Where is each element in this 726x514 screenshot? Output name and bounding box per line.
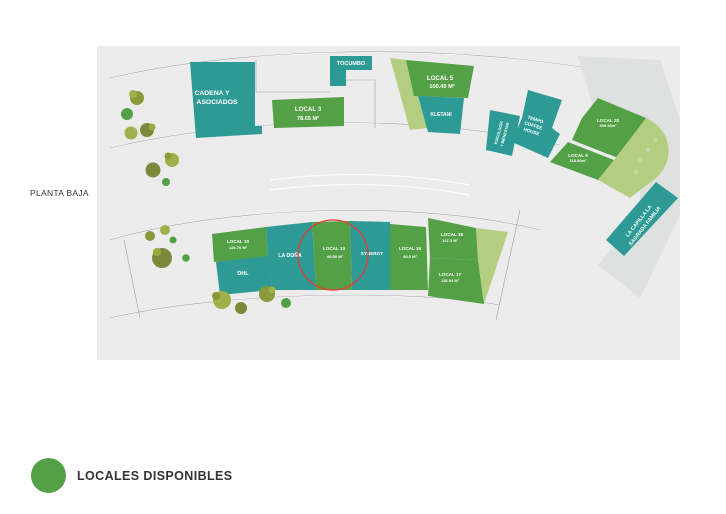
unit-local-17-label: LOCAL 17 — [439, 272, 462, 277]
unit-kletani[interactable] — [418, 96, 464, 134]
unit-local-9-label: LOCAL 9 — [568, 153, 588, 158]
unit-cadena[interactable] — [190, 62, 262, 138]
green-area-strip-bottom — [476, 228, 508, 304]
unit-local-13[interactable] — [312, 221, 352, 290]
park-shrubs — [633, 138, 657, 175]
unit-kletani-label: KLETANI — [430, 112, 452, 118]
unit-local-10[interactable] — [212, 227, 268, 262]
unit-capilla[interactable] — [606, 182, 678, 256]
legend: LOCALES DISPONIBLES — [31, 458, 233, 493]
unit-local-3-label: LOCAL 3 — [295, 106, 322, 113]
floor-label: PLANTA BAJA — [30, 188, 89, 198]
green-area-strip — [390, 58, 428, 130]
unit-cadena-label: CADENA Y — [194, 90, 230, 97]
unit-psicologia-label-2: Y BIENESTAR — [500, 122, 510, 148]
unit-local-15-label: LOCAL 15 — [399, 246, 422, 251]
unit-la-dona-label: LA DOÑA — [278, 252, 302, 259]
highlight-circle — [297, 219, 369, 291]
unit-tocumbo-label: TOCUMBO — [337, 61, 366, 67]
unit-synergy-label: SYNERGY — [361, 251, 383, 256]
unit-local-16-area: 147.3 M² — [442, 238, 458, 243]
unit-psicologia[interactable] — [486, 110, 520, 156]
green-area-park — [598, 118, 669, 198]
legend-swatch — [31, 458, 66, 493]
unit-local-13-label: LOCAL 13 — [323, 246, 346, 251]
unit-local-13-area: 89.50 M² — [327, 254, 343, 259]
unit-local-20-label: LOCAL 20 — [597, 118, 620, 123]
unit-local-10-area: 126.70 M² — [229, 245, 248, 250]
unit-local-20-area: 209.35m² — [599, 123, 617, 128]
unit-local-10-label: LOCAL 10 — [227, 239, 250, 244]
tree-cluster-top — [121, 90, 156, 140]
unit-local-16[interactable] — [428, 218, 478, 260]
unit-local-15[interactable] — [390, 224, 428, 290]
tree-cluster-bottom — [212, 286, 291, 314]
unit-local-9-area: 118.50m² — [570, 158, 588, 163]
unit-local-9[interactable] — [550, 142, 614, 180]
unit-local-5-area: 100.40 M² — [429, 83, 454, 90]
unit-local-17-area: 136.94 M² — [441, 278, 460, 283]
unit-tempo-label: TEMPO — [527, 115, 544, 125]
unit-tocumbo[interactable] — [330, 56, 372, 86]
unit-tempo-label-3: HOUSE — [523, 127, 540, 137]
legend-label: LOCALES DISPONIBLES — [77, 468, 233, 483]
unit-local-15-area: 90.5 M² — [403, 254, 417, 259]
unit-synergy[interactable] — [350, 221, 390, 290]
unit-tempo[interactable] — [512, 90, 562, 158]
tree-cluster-lower — [145, 225, 190, 268]
unit-cadena-label-2: ASOCIADOS — [196, 99, 238, 106]
unit-local-16-label: LOCAL 16 — [441, 232, 464, 237]
unit-local-5[interactable] — [406, 60, 474, 98]
unit-dhl-label: DHL — [237, 271, 249, 277]
unit-local-3-area: 78.65 M² — [297, 115, 319, 122]
unit-local-3[interactable] — [272, 97, 344, 128]
tree-cluster-middle — [145, 152, 179, 186]
unit-tempo-label-2: COFFEE — [524, 120, 543, 131]
unit-local-5-label: LOCAL 5 — [427, 75, 454, 82]
unit-local-17[interactable] — [428, 258, 484, 304]
unit-dhl[interactable] — [216, 256, 272, 295]
unit-psicologia-label: PSICOLOGÍA — [493, 120, 504, 145]
